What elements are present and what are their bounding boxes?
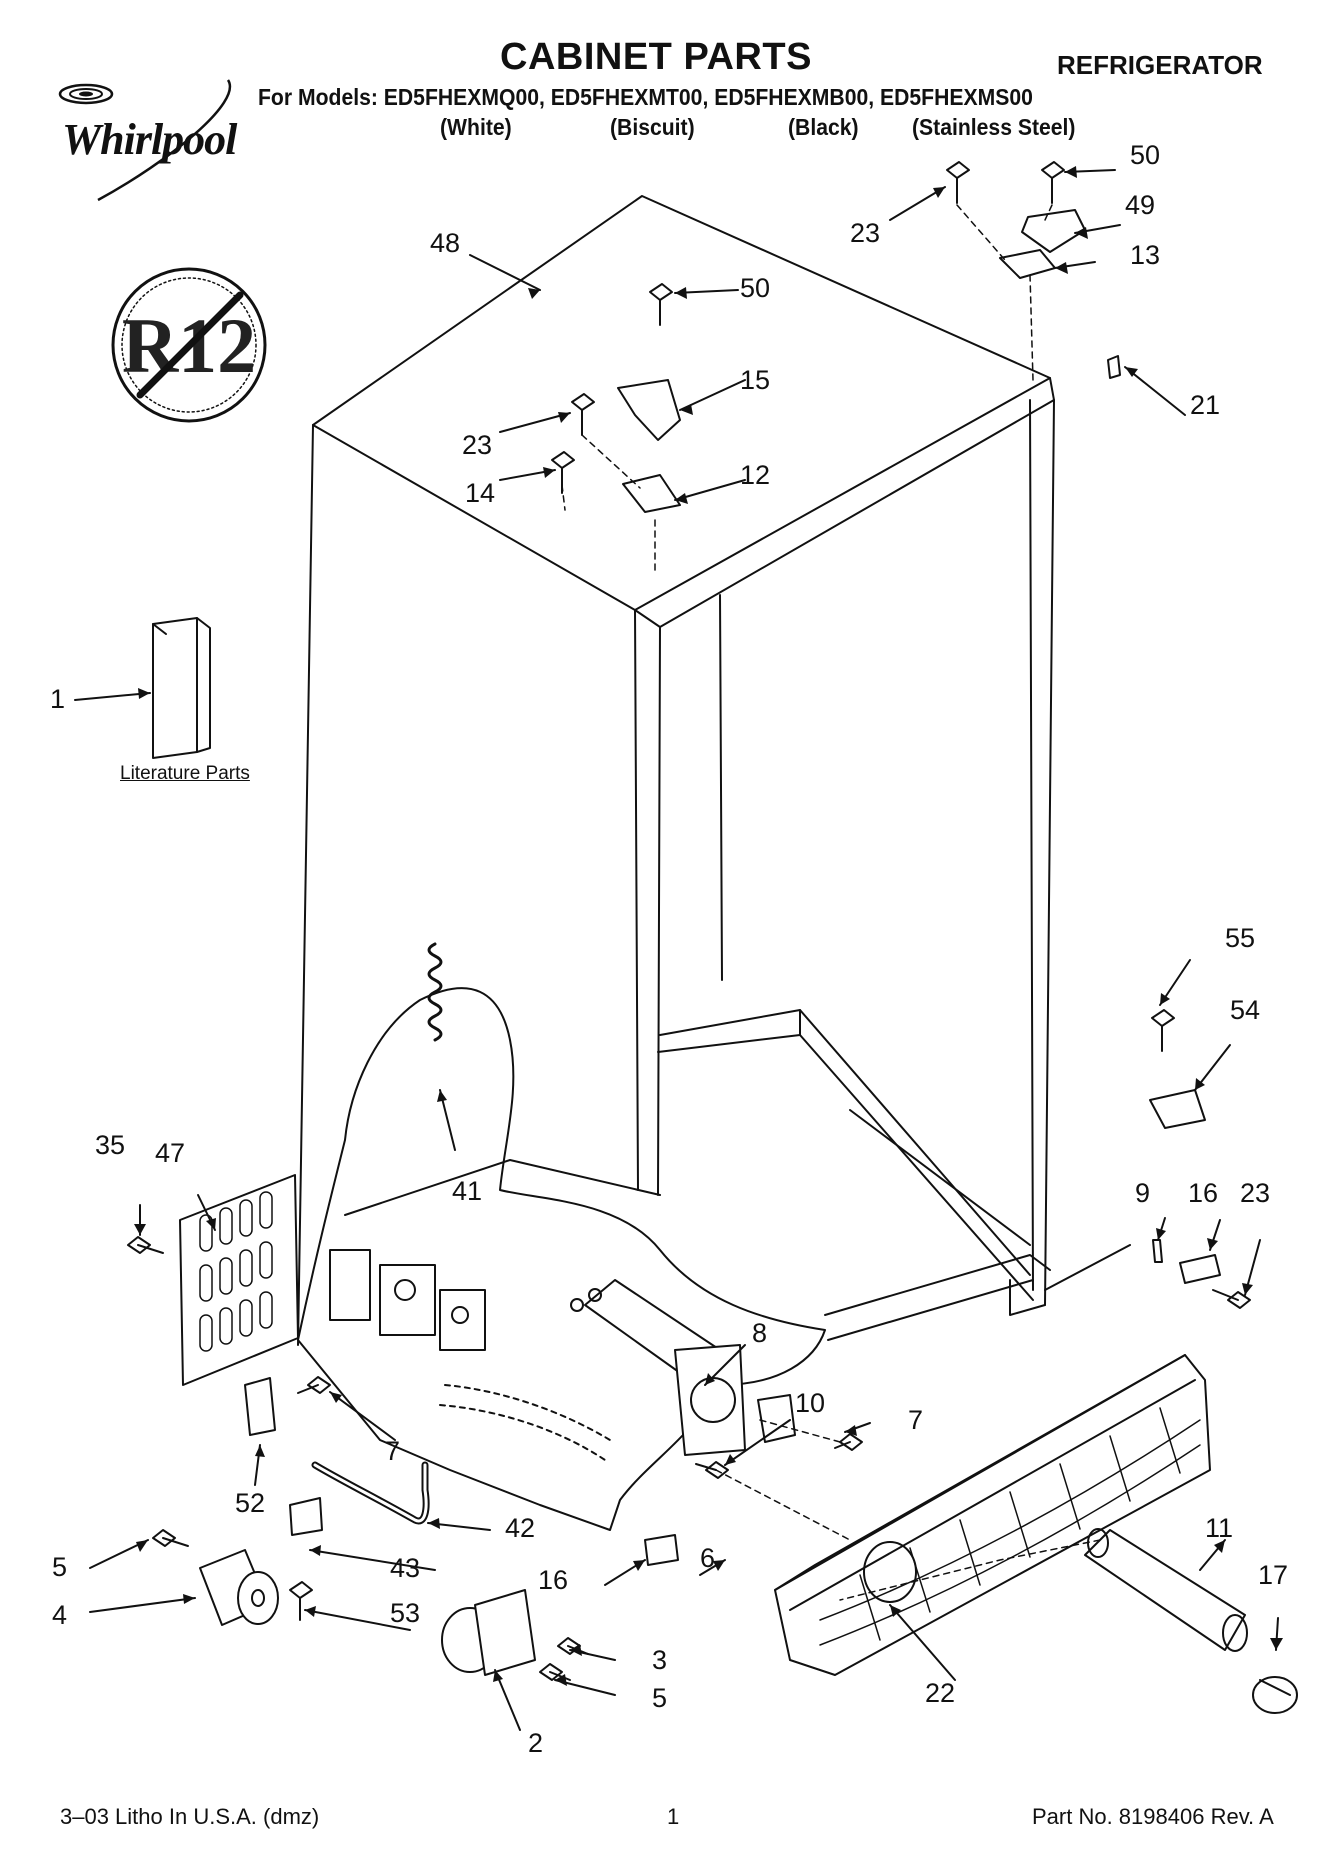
callout-23: 23 — [850, 218, 881, 248]
model-list: For Models: ED5FHEXMQ00, ED5FHEXMT00, ED… — [258, 84, 1033, 110]
callout-43: 43 — [390, 1553, 421, 1583]
callout-4: 4 — [52, 1600, 68, 1630]
roller-assembly-icon — [199, 1549, 279, 1626]
callout-5: 5 — [52, 1552, 68, 1582]
variant-white: (White) — [440, 114, 512, 140]
callout-41: 41 — [452, 1176, 483, 1206]
brand-logo: Whirlpool — [62, 115, 237, 164]
variant-stainless-steel: (Stainless Steel) — [912, 114, 1076, 140]
callout-arrowheads — [134, 166, 1283, 1686]
callout-42: 42 — [505, 1513, 536, 1543]
variant-biscuit: (Biscuit) — [610, 114, 695, 140]
spring-part-41-icon — [427, 942, 443, 1042]
valve-assembly-icon — [329, 1249, 486, 1351]
callout-1: 1 — [50, 684, 66, 714]
literature-book-icon — [152, 617, 211, 759]
callout-13: 13 — [1130, 240, 1161, 270]
hinge-bracket-icons — [244, 209, 1221, 1566]
water-tube-icon — [311, 1461, 430, 1525]
callout-2: 2 — [528, 1728, 544, 1758]
callout-54: 54 — [1230, 995, 1261, 1025]
callout-5: 5 — [652, 1683, 668, 1713]
footer-print-info: 3–03 Litho In U.S.A. (dmz) — [60, 1804, 320, 1829]
no-r12-symbol-icon: R12 — [111, 267, 267, 423]
callout-52: 52 — [235, 1488, 266, 1518]
callout-50: 50 — [1130, 140, 1161, 170]
callout-55: 55 — [1225, 923, 1256, 953]
callout-16: 16 — [1188, 1178, 1219, 1208]
callout-35: 35 — [95, 1130, 126, 1160]
callout-15: 15 — [740, 365, 771, 395]
page-title: CABINET PARTS — [500, 36, 812, 78]
callout-49: 49 — [1125, 190, 1156, 220]
callout-7: 7 — [908, 1405, 924, 1435]
callout-14: 14 — [465, 478, 496, 508]
assembly-guide-lines — [561, 204, 1101, 1601]
callout-6: 6 — [700, 1543, 716, 1573]
whirlpool-swirl-logo-icon — [58, 79, 232, 202]
screw-icons — [127, 161, 1251, 1681]
callout-10: 10 — [795, 1388, 826, 1418]
callout-12: 12 — [740, 460, 771, 490]
appliance-category: REFRIGERATOR — [1057, 50, 1263, 80]
callout-8: 8 — [752, 1318, 768, 1348]
callout-48: 48 — [430, 228, 461, 258]
rear-access-panel-icon — [179, 1174, 299, 1386]
callout-11: 11 — [1205, 1513, 1234, 1543]
literature-parts-label: Literature Parts — [120, 763, 250, 784]
cabinet-shell — [297, 195, 1131, 1346]
drain-duct-icon — [570, 1279, 746, 1456]
leveling-bracket-icon — [441, 1589, 536, 1676]
callout-16: 16 — [538, 1565, 569, 1595]
callout-47: 47 — [155, 1138, 186, 1168]
callout-23: 23 — [1240, 1178, 1271, 1208]
footer-part-number: Part No. 8198406 Rev. A — [1032, 1804, 1274, 1829]
variant-black: (Black) — [788, 114, 859, 140]
dashed-tubing-icon — [439, 1384, 611, 1461]
cutaway-mechanical-area — [297, 987, 826, 1531]
filter-cap-icon — [1252, 1676, 1298, 1714]
callout-9: 9 — [1135, 1178, 1151, 1208]
callout-17: 17 — [1258, 1560, 1289, 1590]
callout-3: 3 — [652, 1645, 668, 1675]
callout-7: 7 — [385, 1436, 401, 1466]
front-grille-icon — [774, 1354, 1211, 1676]
callout-22: 22 — [925, 1678, 956, 1708]
footer-page-number: 1 — [667, 1804, 680, 1829]
callout-53: 53 — [390, 1598, 421, 1628]
callout-23: 23 — [462, 430, 493, 460]
callout-50: 50 — [740, 273, 771, 303]
callout-21: 21 — [1190, 390, 1221, 420]
